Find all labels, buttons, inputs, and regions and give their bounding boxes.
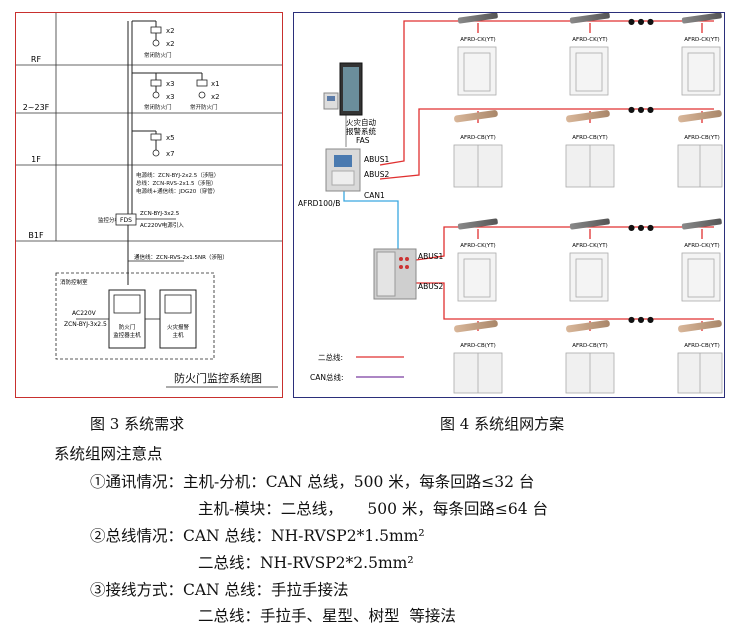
cb-label: AFRD-CB(YT)	[572, 135, 608, 141]
door-type-label: 常闭防火门	[144, 51, 172, 59]
sub-unit-icon	[373, 248, 417, 300]
network-diagram: 火灾自动 报警系统 FAS AFRD100/B ABUS1 ABUS2 CAN1…	[298, 12, 723, 394]
qty-label: x7	[166, 150, 175, 158]
caption-fig3: 图 3 系统需求	[90, 415, 185, 433]
ac-label: AC220V	[72, 310, 97, 317]
more-indicator: ● ● ●	[628, 105, 654, 114]
ck-label: AFRD-CK(YT)	[460, 243, 495, 249]
floor-label-2-23f: 2~23F	[23, 103, 50, 112]
host2-line1: 火灾报警	[167, 323, 190, 331]
abus2-label-bottom: ABUS2	[418, 282, 444, 291]
floor-label-rf: RF	[31, 55, 42, 64]
door-row-3: AFRD-CK(YT) AFRD-CK(YT) AFRD-CK(YT)	[457, 218, 722, 302]
floor-label-1f: 1F	[31, 155, 41, 164]
figure-4-network-scheme: 火灾自动 报警系统 FAS AFRD100/B ABUS1 ABUS2 CAN1…	[293, 12, 725, 398]
legend-can-label: CAN总线:	[310, 372, 344, 382]
floor-label-b1f: B1F	[28, 231, 44, 240]
fas-cabinet-icon	[323, 62, 363, 116]
fds-label: 监控分机	[98, 216, 121, 224]
fire-door-system-diagram: RF 2~23F 1F B1F x2 x2 x3 x1 x3 x2 x5 x7	[16, 13, 282, 388]
ck-label: AFRD-CK(YT)	[684, 243, 719, 249]
cable-note: 电源线+通信线：JDG20（穿管）	[136, 187, 218, 195]
qty-label: x3	[166, 93, 175, 101]
bus-line-note: 通信线：ZCN-RVS-2x1.5NR（涉阻）	[134, 253, 228, 261]
note-line-1: ①通讯情况：主机-分机：CAN 总线，500 米，每条回路≤32 台	[90, 473, 535, 491]
more-indicator: ● ● ●	[628, 315, 654, 324]
qty-label: x3	[166, 80, 175, 88]
door-row-2: AFRD-CB(YT) AFRD-CB(YT) AFRD-CB(YT)	[453, 110, 723, 188]
more-indicator: ● ● ●	[628, 17, 654, 26]
caption-fig4: 图 4 系统组网方案	[440, 415, 565, 433]
door-module-icons	[150, 26, 208, 157]
notes-heading: 系统组网注意点	[54, 445, 163, 463]
control-room-box	[55, 272, 215, 360]
qty-label: x2	[211, 93, 220, 101]
cb-label: AFRD-CB(YT)	[460, 343, 496, 349]
can1-label: CAN1	[364, 191, 385, 200]
cable-note: 总线：ZCN-RVS-2x1.5（涉阻）	[136, 179, 216, 187]
qty-label: x2	[166, 27, 175, 35]
qty-label: x2	[166, 40, 175, 48]
cable-note: 电源线：ZCN-BYJ-2x2.5（涉阻）	[136, 171, 219, 179]
note-line-3: ②总线情况：CAN 总线：NH-RVSP2*1.5mm²	[90, 527, 425, 545]
can-bus-line	[343, 183, 399, 249]
qty-label: x1	[211, 80, 220, 88]
ac-cable: ZCN-BYJ-3x2.5	[64, 321, 107, 328]
abus1-label-top: ABUS1	[364, 155, 390, 164]
control-room-label: 消防控制室	[60, 278, 88, 286]
cb-label: AFRD-CB(YT)	[572, 343, 608, 349]
host1-line2: 监控器主机	[113, 331, 141, 339]
note-line-6: 二总线：手拉手、星型、树型 等接法	[198, 607, 456, 625]
note-line-4: 二总线：NH-RVSP2*2.5mm²	[198, 554, 414, 572]
diagram-title: 防火门监控系统图	[174, 371, 262, 385]
door-row-1: AFRD-CK(YT) AFRD-CK(YT) AFRD-CK(YT)	[457, 12, 722, 96]
note-line-2: 主机-模块：二总线， 500 米，每条回路≤64 台	[198, 500, 549, 518]
ck-label: AFRD-CK(YT)	[460, 37, 495, 43]
cb-label: AFRD-CB(YT)	[684, 135, 720, 141]
cable-b1: ZCN-BYJ-3x2.5	[140, 211, 180, 217]
host1-line1: 防火门	[119, 323, 136, 331]
fas-label-1: 火灾自动	[346, 117, 376, 127]
cb-label: AFRD-CB(YT)	[684, 343, 720, 349]
cb-label: AFRD-CB(YT)	[460, 135, 496, 141]
fds-box-label: FDS	[120, 217, 132, 224]
ck-label: AFRD-CK(YT)	[572, 37, 607, 43]
door-row-4: AFRD-CB(YT) AFRD-CB(YT) AFRD-CB(YT)	[453, 320, 723, 394]
ck-label: AFRD-CK(YT)	[684, 37, 719, 43]
door-type-label: 常开防火门	[190, 103, 218, 111]
fas-label-3: FAS	[356, 136, 370, 145]
figure-3-system-requirements: RF 2~23F 1F B1F x2 x2 x3 x1 x3 x2 x5 x7	[15, 12, 283, 398]
qty-label: x5	[166, 134, 175, 142]
door-type-label: 常闭防火门	[144, 103, 172, 111]
main-host-icon	[325, 148, 361, 192]
fds-box	[115, 213, 137, 226]
ck-label: AFRD-CK(YT)	[572, 243, 607, 249]
model-label: AFRD100/B	[298, 199, 340, 208]
more-indicator: ● ● ●	[628, 223, 654, 232]
abus1-label-bottom: ABUS1	[418, 252, 444, 261]
legend-bus-label: 二总线:	[318, 352, 343, 362]
note-line-5: ③接线方式：CAN 总线：手拉手接法	[90, 581, 349, 599]
power-b1: AC220V电源引入	[140, 221, 184, 229]
host2-line2: 主机	[172, 331, 184, 339]
abus2-label-top: ABUS2	[364, 170, 390, 179]
fas-label-2: 报警系统	[346, 126, 376, 136]
